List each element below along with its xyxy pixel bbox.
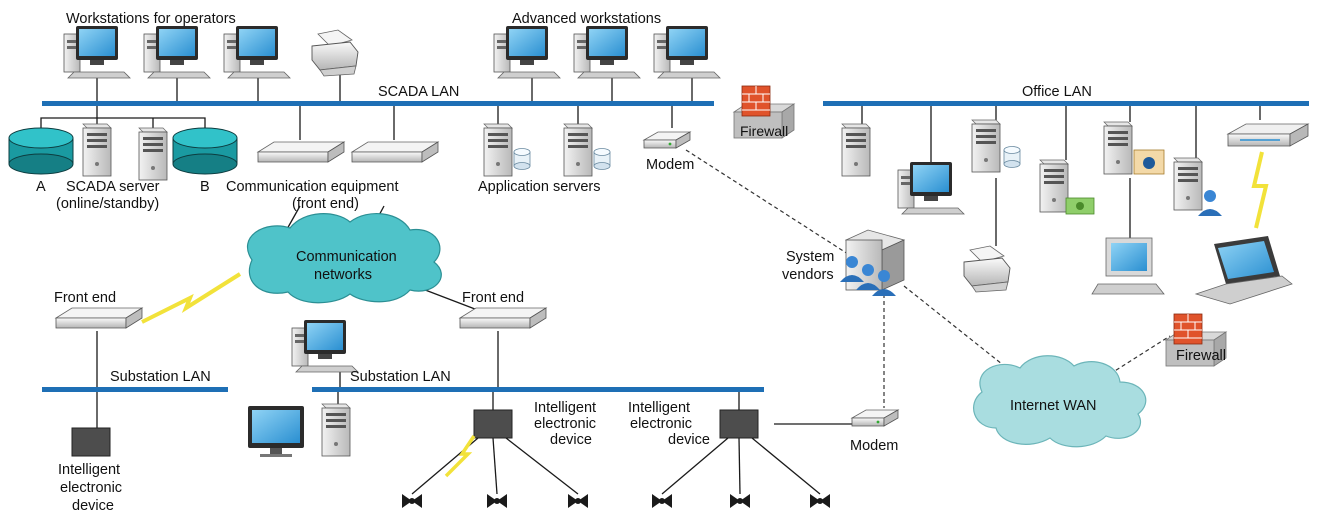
ied-right-label-1: Intelligent	[628, 400, 690, 416]
modem-icon[interactable]	[643, 131, 691, 149]
desktop-pc-icon[interactable]	[493, 25, 561, 79]
ied-right-label-2: electronic	[630, 416, 692, 432]
office-wires	[861, 106, 1261, 246]
lightning-icon	[141, 272, 242, 324]
network-switch-icon[interactable]	[257, 141, 345, 163]
lightning-icon	[1251, 151, 1269, 229]
laptop-icon[interactable]	[1194, 236, 1293, 305]
internet-wan-label: Internet WAN	[1010, 398, 1097, 414]
server-tower-icon[interactable]	[971, 119, 1001, 173]
sensor-icon[interactable]	[652, 494, 672, 508]
network-switch-icon[interactable]	[55, 307, 143, 329]
disk-a-label: A	[36, 179, 46, 195]
lightning-icon	[444, 435, 476, 478]
scada-lan-bus	[42, 101, 714, 106]
ied-icon[interactable]	[71, 427, 111, 457]
disk-storage-icon[interactable]	[8, 127, 74, 175]
desktop-pc-icon[interactable]	[291, 319, 359, 373]
ied-left-label-3: device	[72, 498, 114, 514]
monitor-icon[interactable]	[248, 406, 304, 457]
router-icon[interactable]	[1226, 123, 1310, 147]
user-group-icon	[840, 256, 896, 296]
desktop-pc-icon[interactable]	[573, 25, 641, 79]
ied-left-label-2: electronic	[60, 480, 122, 496]
printer-icon[interactable]	[311, 29, 359, 77]
sensor-icon[interactable]	[810, 494, 830, 508]
disk-storage-icon	[1003, 146, 1021, 168]
comm-equipment-label: Communication equipment	[226, 179, 398, 195]
system-vendors-label-1: System	[786, 249, 834, 265]
front-end-right-label: Front end	[462, 290, 524, 306]
sensor-icon[interactable]	[402, 494, 422, 508]
ied-icon[interactable]	[719, 409, 759, 439]
ied-mid-label-1: Intelligent	[534, 400, 596, 416]
system-vendors-label-2: vendors	[782, 267, 834, 283]
server-tower-icon[interactable]	[138, 127, 168, 181]
ied-right-label-3: device	[668, 432, 710, 448]
firewall-bottom-label: Firewall	[1176, 348, 1226, 364]
scada-server-label: SCADA server	[66, 179, 160, 195]
server-tower-icon[interactable]	[563, 123, 593, 177]
dashed-links	[685, 149, 1171, 408]
cloud-icon	[973, 355, 1147, 448]
disk-storage-icon	[513, 148, 531, 170]
office-lan-bus	[823, 101, 1309, 106]
modem-top-label: Modem	[646, 157, 694, 173]
desktop-pc-icon[interactable]	[1091, 237, 1165, 295]
user-icon	[1198, 190, 1222, 216]
firewall-top-label: Firewall	[740, 123, 788, 139]
network-switch-icon[interactable]	[459, 307, 547, 329]
advanced-workstations-label: Advanced workstations	[512, 11, 661, 27]
desktop-pc-icon[interactable]	[223, 25, 291, 79]
desktop-pc-icon[interactable]	[143, 25, 211, 79]
money-icon	[1076, 202, 1084, 210]
disk-storage-icon	[593, 148, 611, 170]
ied-icon[interactable]	[473, 409, 513, 439]
modem-icon[interactable]	[851, 409, 899, 427]
network-switch-icon[interactable]	[351, 141, 439, 163]
cloud-icon	[246, 213, 442, 304]
desktop-pc-icon[interactable]	[897, 161, 965, 215]
ied-mid-label-3: device	[550, 432, 592, 448]
server-tower-icon[interactable]	[1103, 121, 1133, 175]
disk-storage-icon[interactable]	[172, 127, 238, 175]
sensor-icon[interactable]	[730, 494, 750, 508]
office-lan-label: Office LAN	[1022, 84, 1092, 100]
scada-lan-label: SCADA LAN	[378, 84, 459, 100]
camera-icon	[1133, 149, 1165, 175]
server-tower-icon[interactable]	[1039, 159, 1069, 213]
application-servers-label: Application servers	[478, 179, 601, 195]
front-end-left-label: Front end	[54, 290, 116, 306]
substation-lan-left-label: Substation LAN	[110, 369, 211, 385]
comm-networks-label-2: networks	[314, 267, 372, 283]
modem-bottom-label: Modem	[850, 438, 898, 454]
online-standby-label: (online/standby)	[56, 196, 159, 212]
server-tower-icon[interactable]	[82, 123, 112, 177]
substation-lan-right-label: Substation LAN	[350, 369, 451, 385]
sensor-icon[interactable]	[568, 494, 588, 508]
server-tower-icon[interactable]	[321, 403, 351, 457]
desktop-pc-icon[interactable]	[63, 25, 131, 79]
disk-b-label: B	[200, 179, 210, 195]
comm-networks-label-1: Communication	[296, 249, 397, 265]
workstations-operators-label: Workstations for operators	[66, 11, 236, 27]
substation-lan-left-bus	[42, 387, 228, 392]
front-end-paren-label: (front end)	[292, 196, 359, 212]
printer-icon[interactable]	[963, 245, 1011, 293]
ied-left-label-1: Intelligent	[58, 462, 120, 478]
sensor-icon[interactable]	[487, 494, 507, 508]
server-tower-icon[interactable]	[841, 123, 871, 177]
ied-mid-label-2: electronic	[534, 416, 596, 432]
desktop-pc-icon[interactable]	[653, 25, 721, 79]
substation-lan-right-bus	[312, 387, 764, 392]
server-tower-icon[interactable]	[483, 123, 513, 177]
server-tower-icon[interactable]	[1173, 157, 1203, 211]
